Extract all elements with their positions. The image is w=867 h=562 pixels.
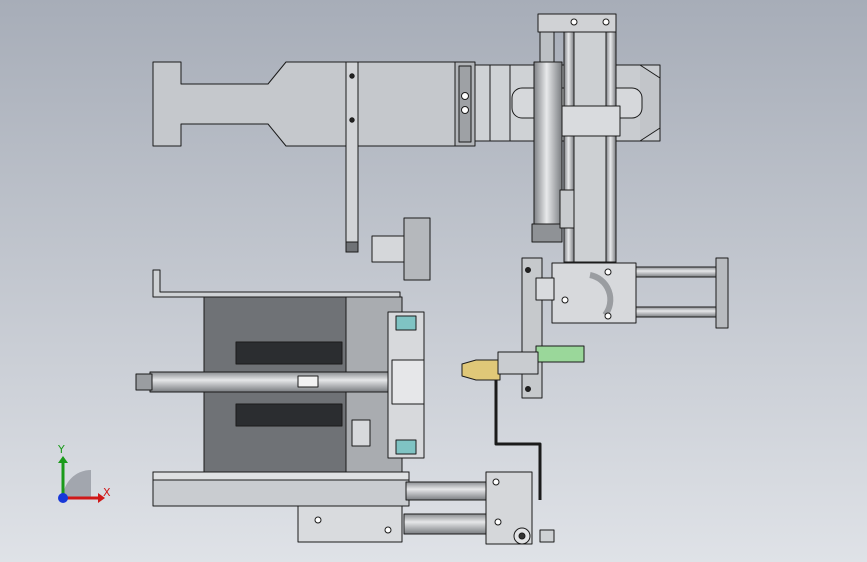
- brass-fitting: [461, 359, 501, 381]
- main-shaft: [149, 371, 406, 393]
- axis-y-label: Y: [58, 443, 65, 456]
- spacer-ring: [403, 217, 431, 281]
- guide-rod-lower: [635, 306, 719, 318]
- vertical-strap: [345, 61, 359, 253]
- tube-bracket: [494, 380, 542, 500]
- triad-z-dot: [58, 493, 68, 503]
- lower-slide-rod: [405, 481, 491, 501]
- lower-bracket: [297, 505, 403, 543]
- rod-end-plate: [715, 257, 729, 329]
- lower-cylinder: [403, 513, 489, 535]
- cylinder-mount-block: [561, 105, 621, 137]
- guide-rod-upper: [635, 266, 719, 278]
- triad-origin: [58, 456, 105, 503]
- frame-top-angle: [152, 269, 401, 298]
- axis-x-label: X: [103, 486, 111, 499]
- cylinder-barrel: [533, 61, 563, 233]
- pneumatic-tube: [535, 345, 585, 363]
- rotary-block: [551, 262, 637, 324]
